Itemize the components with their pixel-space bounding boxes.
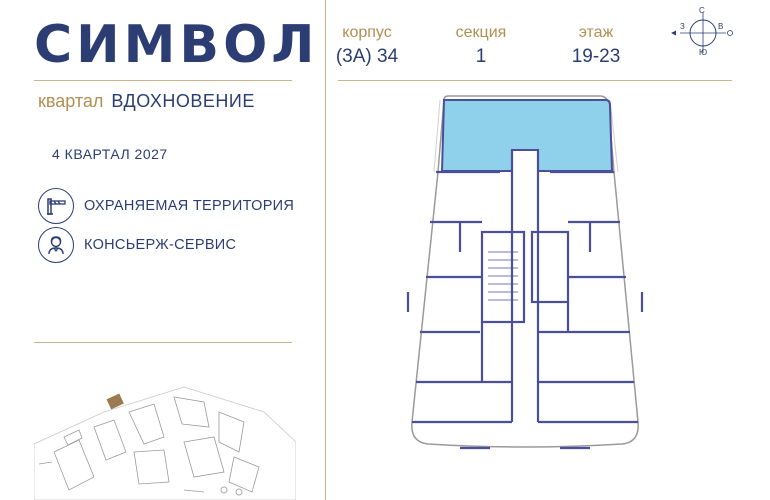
concierge-icon [38,227,74,263]
floor-label: этаж [578,24,614,41]
floor-plan [406,95,644,450]
divider [34,342,292,343]
feature-label: КОНСЬЕРЖ-СЕРВИС [84,237,237,253]
feature-label: ОХРАНЯЕМАЯ ТЕРРИТОРИЯ [84,198,295,214]
barrier-gate-icon [38,188,74,224]
quarter-title: квартал ВДОХНОВЕНИЕ [38,90,255,112]
compass-west: З [680,22,685,31]
panel-divider [325,0,326,500]
feature-concierge: КОНСЬЕРЖ-СЕРВИС [38,227,236,263]
selected-apartment[interactable] [440,99,614,172]
completion-date: 4 КВАРТАЛ 2027 [52,146,168,162]
feature-security: ОХРАНЯЕМАЯ ТЕРРИТОРИЯ [38,188,294,224]
compass-east: В [718,22,724,31]
compass-south: Ю [699,48,708,57]
building-outline [411,95,639,448]
compass-north: С [699,6,705,15]
quarter-label: квартал [38,91,104,111]
section-value: 1 [475,46,487,67]
divider [34,80,292,81]
brand-logo: СИМВОЛ [34,15,319,75]
compass-icon [671,13,733,53]
compass: С Ю З В [668,6,738,58]
korpus-value: (3А) 34 [335,46,399,67]
korpus-label: корпус [342,24,392,41]
floor-value: 19-23 [571,46,621,67]
divider [338,80,732,81]
site-plan-map [34,386,296,500]
selected-building-marker [106,393,124,410]
quarter-name: ВДОХНОВЕНИЕ [111,91,255,111]
section-label: секция [455,24,507,41]
